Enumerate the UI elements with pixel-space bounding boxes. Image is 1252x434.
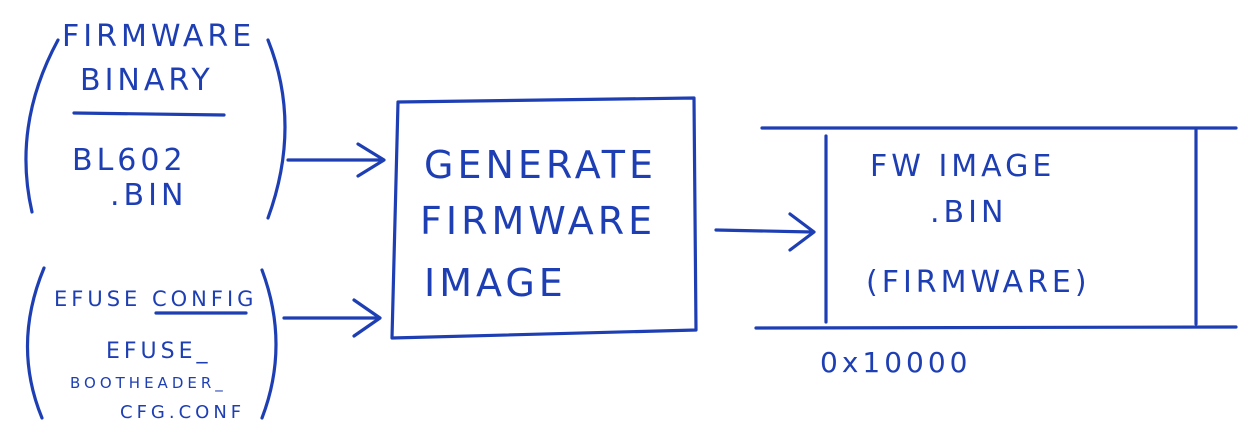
arrow-firmware-head — [356, 142, 386, 178]
output-label-line3: (FIRMWARE) — [866, 265, 1091, 300]
firmware-input-file-line1: BL602 — [72, 143, 187, 178]
firmware-input-title-line2: BINARY — [80, 63, 214, 98]
output-label-line2: .BIN — [930, 195, 1007, 230]
arrow-efuse-head — [352, 298, 382, 338]
process-label-line3: IMAGE — [424, 261, 567, 305]
output-bottom-line — [754, 325, 1238, 330]
process-label-line2: FIRMWARE — [420, 199, 656, 243]
firmware-input-left-paren — [24, 38, 60, 214]
process-box — [390, 96, 698, 340]
arrow-process-to-output — [714, 212, 816, 252]
output-address-label: 0x10000 — [820, 346, 971, 379]
efuse-input-title: EFUSE CONFIG — [54, 287, 257, 311]
firmware-input-right-paren — [266, 38, 287, 220]
efuse-input-file-line1: EFUSE_ — [106, 339, 212, 364]
firmware-input-file-line2: .BIN — [110, 178, 187, 213]
arrow-output-shaft — [714, 228, 814, 234]
generate-firmware-image-process: GENERATE FIRMWARE IMAGE — [390, 96, 698, 340]
arrow-efuse-to-process — [282, 298, 382, 338]
process-label-line1: GENERATE — [424, 143, 657, 187]
firmware-input-divider — [72, 111, 226, 117]
efuse-input-file-line2: BOOTHEADER_ — [70, 374, 227, 393]
efuse-input-file-line3: CFG.CONF — [120, 402, 245, 423]
efuse-input-right-paren — [260, 268, 278, 420]
efuse-input-left-paren — [25, 266, 46, 420]
arrow-firmware-to-process — [286, 142, 386, 178]
efuse-config-input: EFUSE CONFIG EFUSE_ BOOTHEADER_ CFG.CONF — [25, 266, 278, 423]
fw-image-output-region: FW IMAGE .BIN (FIRMWARE) 0x10000 — [754, 126, 1238, 379]
firmware-binary-input: FIRMWARE BINARY BL602 .BIN — [24, 19, 287, 220]
arrow-output-head — [788, 212, 816, 252]
output-label-line1: FW IMAGE — [870, 149, 1055, 184]
firmware-input-title-line1: FIRMWARE — [62, 19, 255, 54]
